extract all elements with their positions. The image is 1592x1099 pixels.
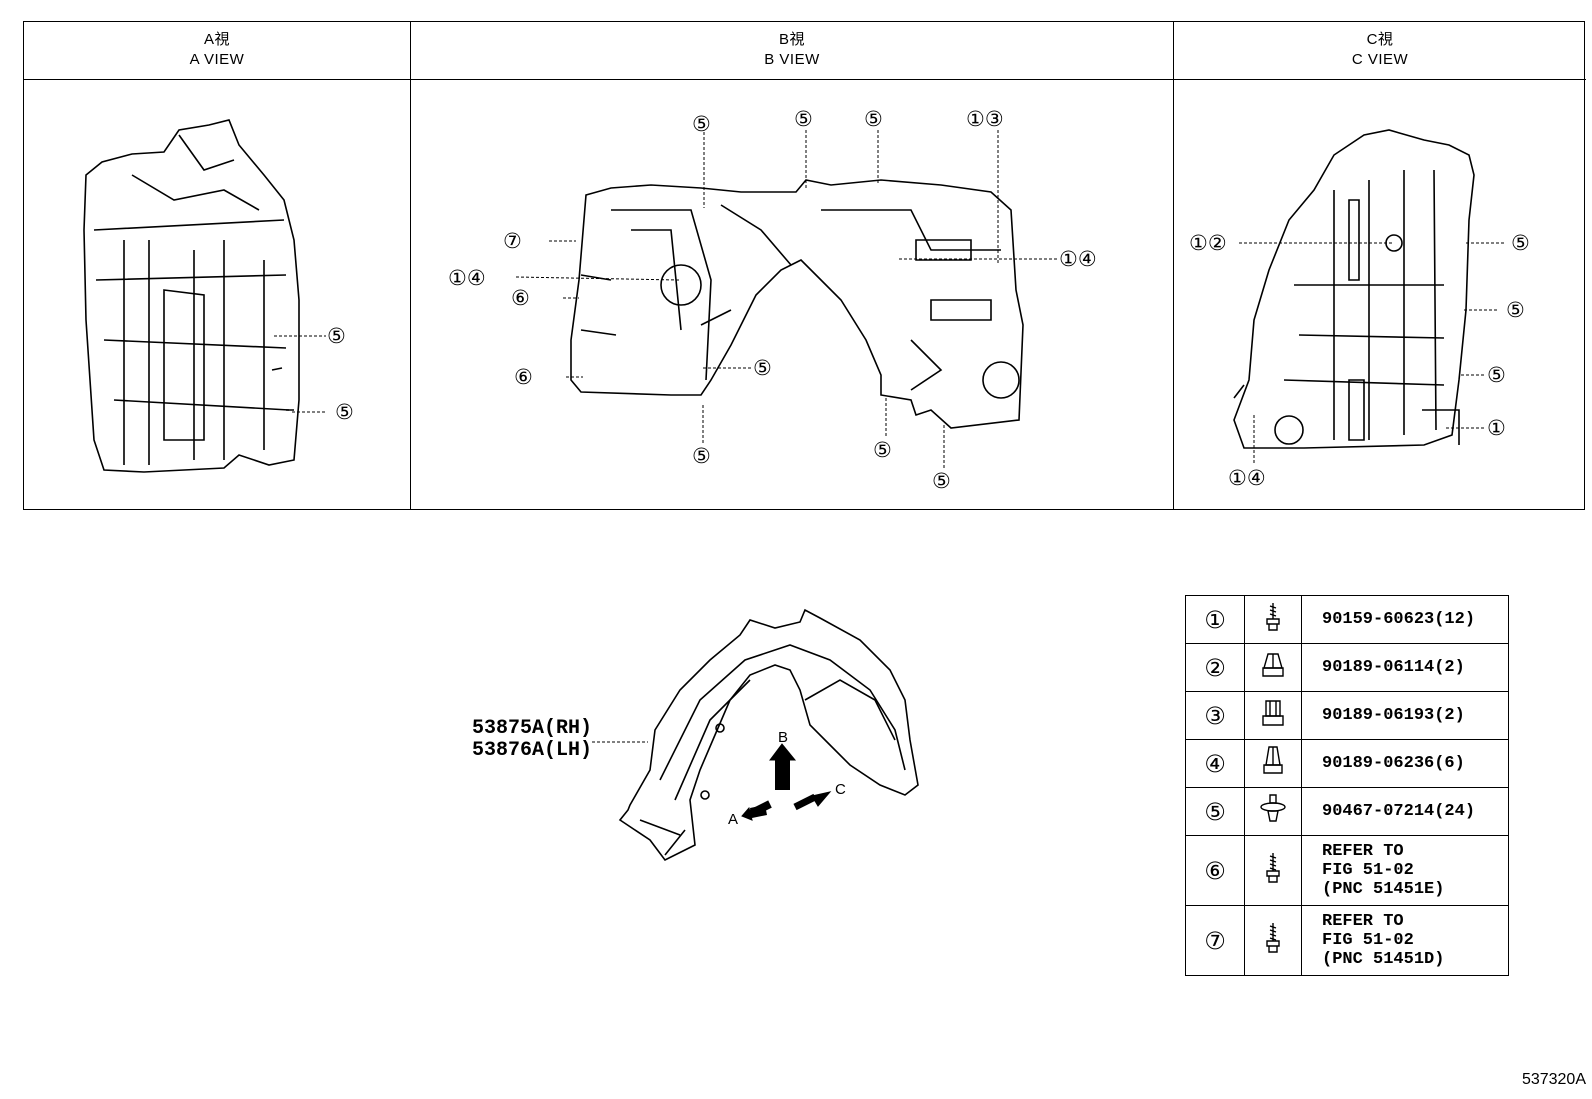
view-a-body: ⑤ ⑤ xyxy=(24,80,410,509)
callout-b-4: ①③ xyxy=(966,107,1004,131)
view-a-callouts: ⑤ ⑤ xyxy=(274,324,354,424)
callout-b-8: ⑥ xyxy=(511,286,530,310)
view-a-header: A視 A VIEW xyxy=(24,22,410,80)
callout-c-4: ⑤ xyxy=(1487,363,1506,387)
view-c-title-en: C VIEW xyxy=(1351,51,1409,68)
view-b-callouts: ⑤ ⑤ ⑤ ①③ ⑦ ①④ ①④ ⑥ ⑥ ⑤ ⑤ ⑤ ⑤ xyxy=(448,107,1097,493)
callout-a-1: ⑤ xyxy=(327,324,346,348)
fastener-row-3: ③ 90189-06193(2) xyxy=(1185,691,1509,740)
fastener-number: ① xyxy=(1185,595,1245,644)
view-b: B視 B VIEW xyxy=(411,22,1174,509)
view-b-title-en: B VIEW xyxy=(764,51,820,68)
callout-b-9: ⑥ xyxy=(514,365,533,389)
fastener-number: ⑦ xyxy=(1185,905,1245,976)
callout-b-13: ⑤ xyxy=(932,469,951,493)
view-c-title-jp: C視 xyxy=(1366,31,1394,48)
fastener-part-number: REFER TO FIG 51-02 (PNC 51451D) xyxy=(1301,905,1509,976)
clip-icon xyxy=(1244,787,1302,836)
view-b-header: B視 B VIEW xyxy=(411,22,1173,80)
callout-c-3: ⑤ xyxy=(1506,298,1525,322)
callout-b-3: ⑤ xyxy=(864,107,883,131)
view-c-callouts: ①② ⑤ ⑤ ⑤ ① ①④ xyxy=(1189,231,1530,490)
fastener-number: ② xyxy=(1185,643,1245,692)
figure-code: 537320A xyxy=(1521,1071,1586,1088)
callout-b-11: ⑤ xyxy=(692,444,711,468)
fastener-part-number: 90189-06236(6) xyxy=(1301,739,1509,788)
callout-b-5: ⑦ xyxy=(503,229,522,253)
bolt-icon xyxy=(1244,595,1302,644)
bolt-icon xyxy=(1244,905,1302,976)
arrow-c-label: C xyxy=(835,781,846,798)
view-b-body: ⑤ ⑤ ⑤ ①③ ⑦ ①④ ①④ ⑥ ⑥ ⑤ ⑤ ⑤ ⑤ xyxy=(411,80,1173,509)
fastener-number: ③ xyxy=(1185,691,1245,740)
arrow-a-label: A xyxy=(728,811,738,828)
callout-b-7: ①④ xyxy=(1059,247,1097,271)
fastener-part-number: REFER TO FIG 51-02 (PNC 51451E) xyxy=(1301,835,1509,906)
fastener-part-number: 90467-07214(24) xyxy=(1301,787,1509,836)
callout-b-12: ⑤ xyxy=(873,438,892,462)
part-label-rh: 53875A(RH) xyxy=(472,717,593,740)
view-c: C視 C VIEW xyxy=(1174,22,1586,509)
view-c-drawing xyxy=(1233,129,1475,449)
nut-icon xyxy=(1244,643,1302,692)
nut-icon xyxy=(1244,739,1302,788)
fastener-row-4: ④ 90189-06236(6) xyxy=(1185,739,1509,788)
view-a: A視 A VIEW ⑤ ⑤ xyxy=(24,22,411,509)
fastener-row-5: ⑤ 90467-07214(24) xyxy=(1185,787,1509,836)
fastener-row-7: ⑦ REFER TO FIG 51-02 (PNC 51451D) xyxy=(1185,905,1509,976)
part-label-lh: 53876A(LH) xyxy=(472,739,593,762)
callout-c-5: ① xyxy=(1487,416,1506,440)
callout-c-2: ⑤ xyxy=(1511,231,1530,255)
fastener-part-number: 90189-06193(2) xyxy=(1301,691,1509,740)
nut-icon xyxy=(1244,691,1302,740)
view-c-body: ①② ⑤ ⑤ ⑤ ① ①④ xyxy=(1174,80,1586,509)
bolt-icon xyxy=(1244,835,1302,906)
view-c-header: C視 C VIEW xyxy=(1174,22,1586,80)
view-a-title-jp: A視 xyxy=(203,31,230,48)
callout-c-1: ①② xyxy=(1189,231,1227,255)
fastener-number: ⑥ xyxy=(1185,835,1245,906)
arrow-b-label: B xyxy=(778,729,788,746)
callout-b-1: ⑤ xyxy=(692,112,711,136)
callout-a-2: ⑤ xyxy=(335,400,354,424)
fastener-number: ⑤ xyxy=(1185,787,1245,836)
views-frame: A視 A VIEW ⑤ ⑤ xyxy=(23,21,1586,510)
view-a-drawing xyxy=(83,119,300,473)
view-b-title-jp: B視 xyxy=(778,31,805,48)
callout-b-2: ⑤ xyxy=(794,107,813,131)
fastener-table: ① 90159-60623(12) ② 90189-06114(2) ③ 901… xyxy=(1185,595,1509,976)
fastener-row-6: ⑥ REFER TO FIG 51-02 (PNC 51451E) xyxy=(1185,835,1509,906)
view-a-title-en: A VIEW xyxy=(189,51,245,68)
callout-b-6: ①④ xyxy=(448,266,486,290)
fastener-row-1: ① 90159-60623(12) xyxy=(1185,595,1509,644)
fastener-part-number: 90189-06114(2) xyxy=(1301,643,1509,692)
fastener-number: ④ xyxy=(1185,739,1245,788)
fastener-row-2: ② 90189-06114(2) xyxy=(1185,643,1509,692)
callout-c-6: ①④ xyxy=(1228,466,1266,490)
fastener-part-number: 90159-60623(12) xyxy=(1301,595,1509,644)
callout-b-10: ⑤ xyxy=(753,356,772,380)
